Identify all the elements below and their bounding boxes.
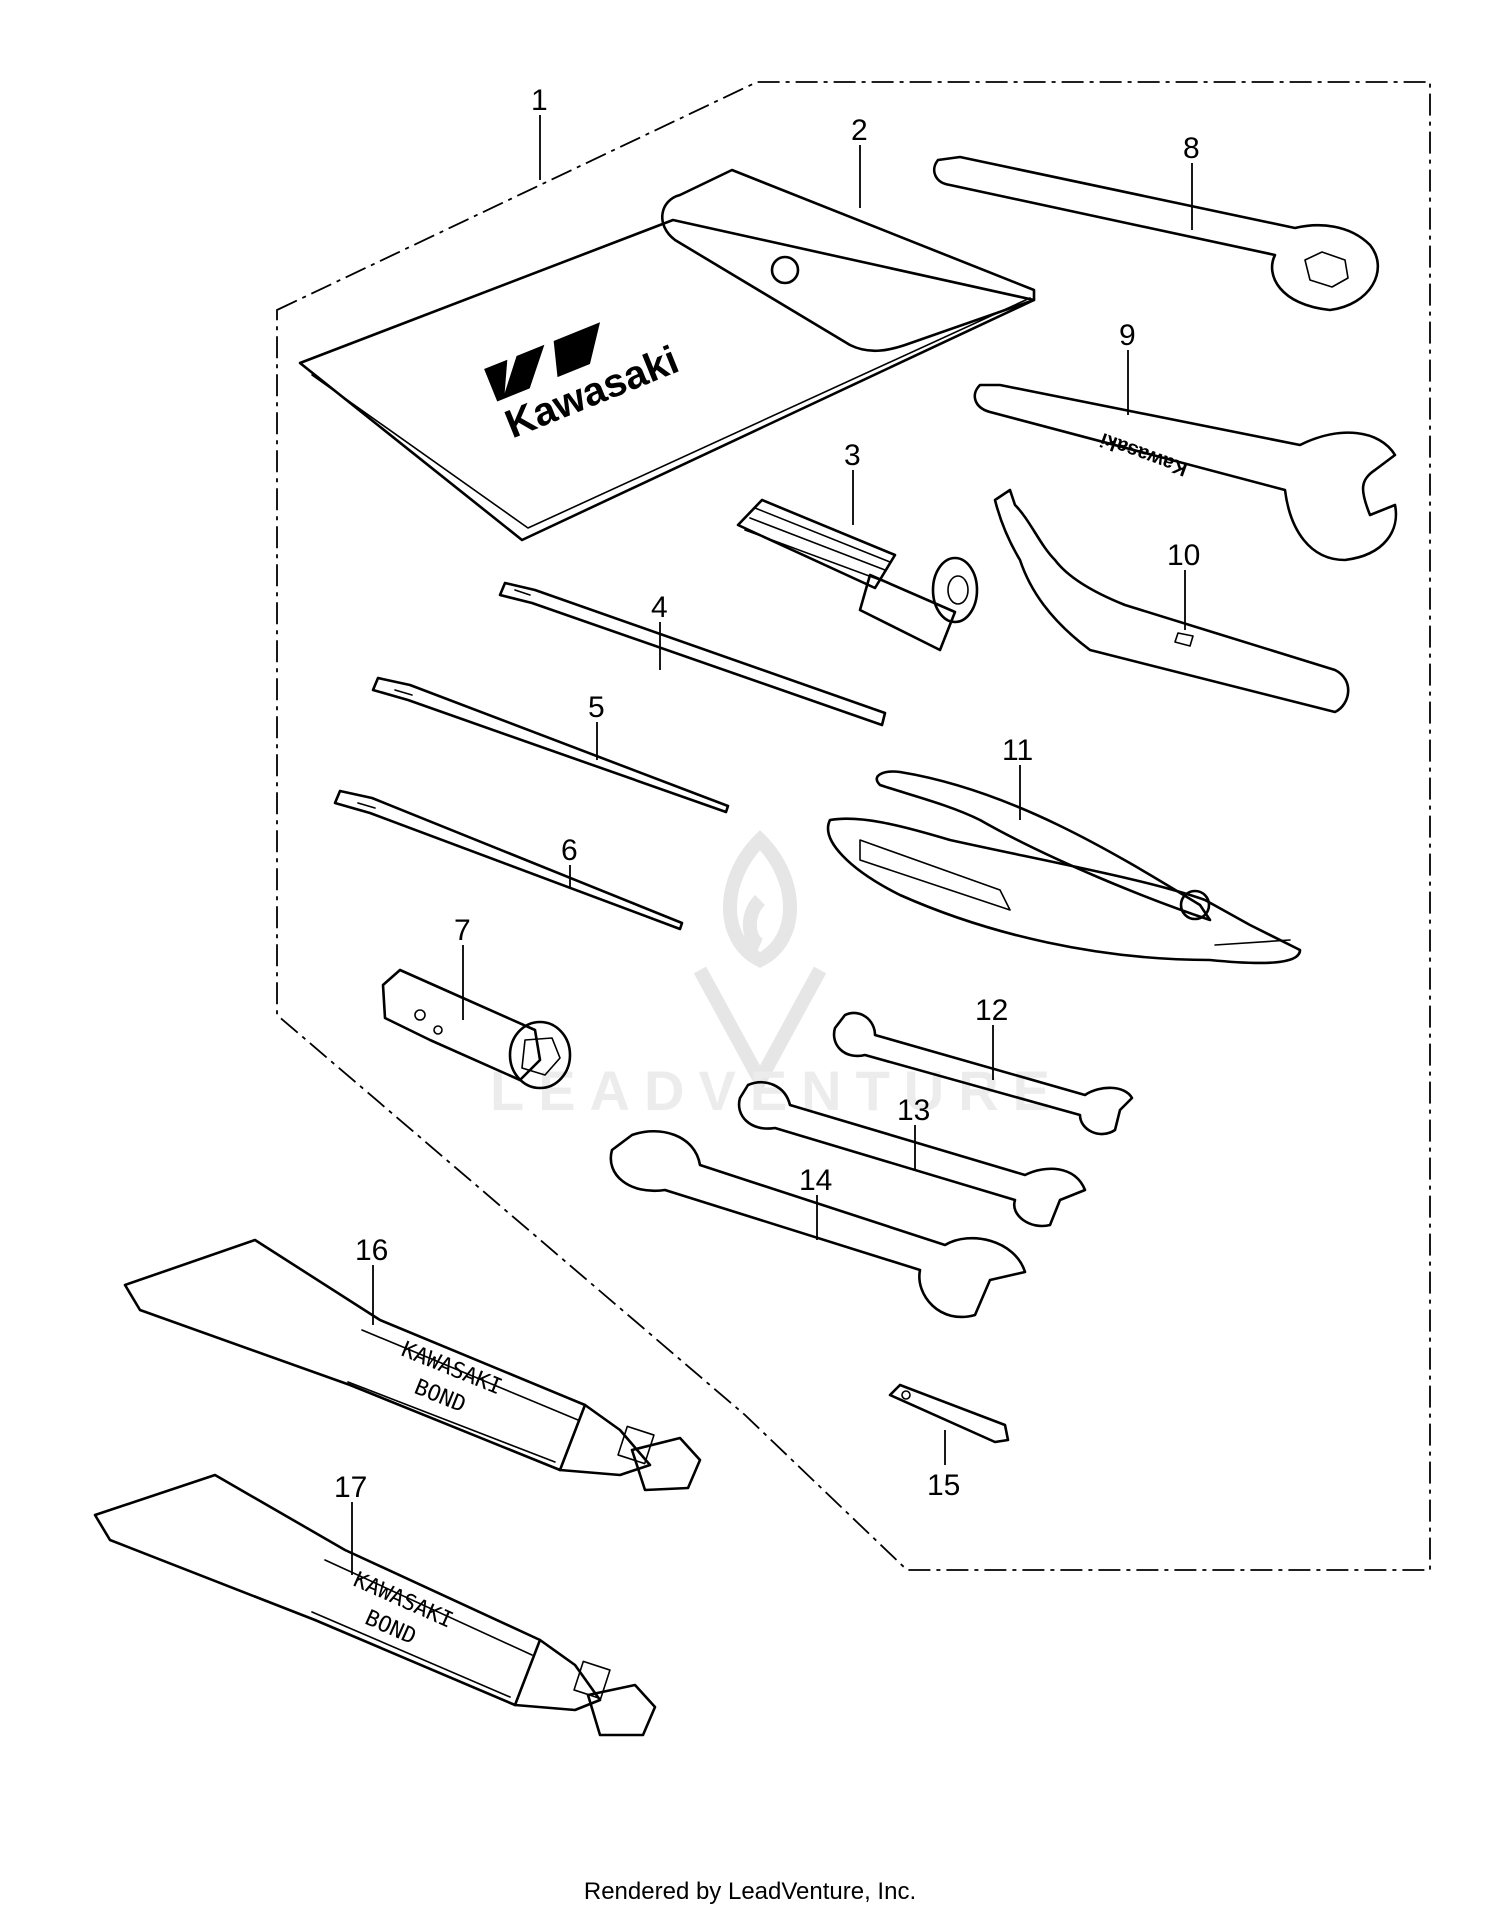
- kawasaki-logo: Kawasaki: [484, 322, 685, 447]
- callout-16: 16: [355, 1234, 388, 1267]
- callout-12: 12: [975, 994, 1008, 1027]
- callout-13: 13: [897, 1094, 930, 1127]
- leader-lines: [351, 115, 1193, 1575]
- flame-watermark-icon: [723, 830, 797, 968]
- part-4-screwdriver: [498, 581, 887, 727]
- part-2-pouch-flap: [660, 168, 1036, 353]
- render-credit: Rendered by LeadVenture, Inc.: [583, 1878, 917, 1905]
- callout-17: 17: [334, 1471, 367, 1504]
- part-5-screwdriver: [371, 676, 730, 814]
- callout-2: 2: [851, 114, 868, 147]
- part-15-clip: [888, 1383, 1010, 1444]
- part-12-wrench: [832, 1011, 1134, 1136]
- part-3-socket-handle: [736, 498, 979, 652]
- part-1-tool-pouch: Kawasaki: [298, 218, 1036, 542]
- tube-16-label: KAWASAKI BOND: [398, 1337, 506, 1418]
- callout-4: 4: [651, 591, 668, 624]
- callout-9: 9: [1119, 319, 1136, 352]
- callout-7: 7: [454, 914, 471, 947]
- callout-5: 5: [588, 691, 605, 724]
- callout-14: 14: [799, 1164, 832, 1197]
- part-8-box-wrench: [933, 155, 1380, 312]
- part-7-plug-wrench: [381, 968, 572, 1090]
- part-9-spanner: Kawasaki: [973, 383, 1398, 562]
- callout-10: 10: [1167, 539, 1200, 572]
- callout-8: 8: [1183, 132, 1200, 165]
- tube-17-label: KAWASAKI BOND: [350, 1568, 457, 1650]
- callout-3: 3: [844, 439, 861, 472]
- part-16-bond-tube: KAWASAKI BOND: [123, 1238, 702, 1492]
- v-watermark-icon: [693, 966, 827, 1095]
- watermark: LEADVENTURE: [490, 830, 1064, 1122]
- callout-15: 15: [927, 1469, 960, 1502]
- part-6-screwdriver: [333, 789, 684, 931]
- part-11-pliers: [826, 770, 1302, 965]
- part-10-hook-wrench: [993, 488, 1350, 714]
- callout-6: 6: [561, 834, 578, 867]
- part-13-wrench: [737, 1081, 1087, 1228]
- part-14-wrench: [609, 1130, 1027, 1319]
- part-17-bond-tube: KAWASAKI BOND: [93, 1473, 657, 1737]
- wrench-logo-text: Kawasaki: [1097, 428, 1190, 480]
- kit-boundary: [276, 81, 1431, 1571]
- callout-numbers: 1 2 3 4 5 6 7 8 9 10 11 12 13 14 15 16 1…: [334, 84, 1200, 1504]
- callout-1: 1: [531, 84, 548, 117]
- wrench-logo: Kawasaki: [1097, 428, 1190, 480]
- callout-11: 11: [1002, 734, 1033, 767]
- watermark-text: LEADVENTURE: [490, 1059, 1064, 1122]
